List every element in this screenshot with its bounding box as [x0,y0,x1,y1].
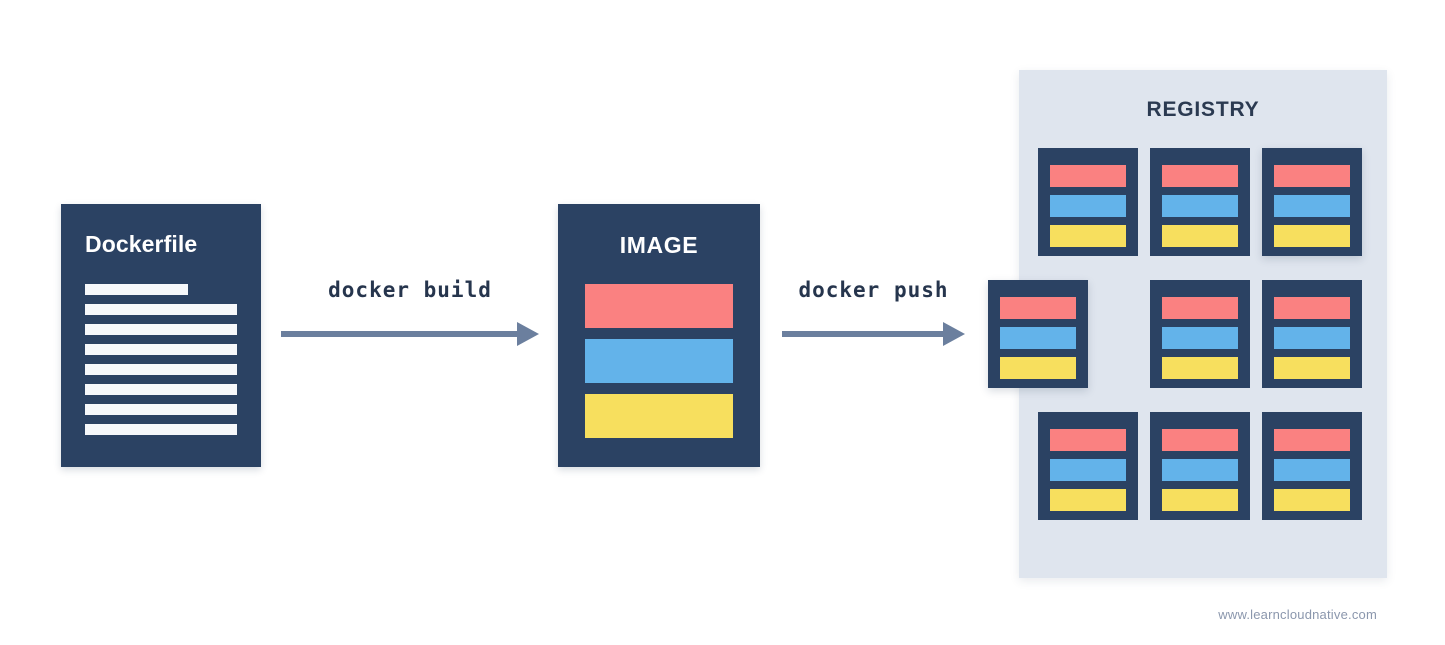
arrow-label-docker-build: docker build [328,278,492,302]
tile-layer-stack [1274,297,1350,379]
tile-layer-yellow [1162,357,1238,379]
tile-layer-yellow [1274,489,1350,511]
dockerfile-line [85,324,237,335]
tile-layer-yellow [1162,489,1238,511]
tile-layer-red [1050,165,1126,187]
tile-layer-yellow [1274,357,1350,379]
image-layer-stack [585,284,733,438]
image-layer-yellow [585,394,733,438]
tile-layer-blue [1000,327,1076,349]
tile-layer-red [1050,429,1126,451]
tile-layer-red [1274,429,1350,451]
tile-layer-stack [1162,297,1238,379]
arrow-shaft [782,331,943,337]
image-card: IMAGE [558,204,760,467]
tile-layer-blue [1162,459,1238,481]
registry-image-tile [1150,280,1250,388]
tile-layer-stack [1050,165,1126,247]
registry-image-tile [1150,412,1250,520]
arrow-head-icon [517,322,539,346]
tile-layer-red [1162,297,1238,319]
dockerfile-line [85,364,237,375]
image-layer-blue [585,339,733,383]
dockerfile-line [85,304,237,315]
tile-layer-yellow [1050,225,1126,247]
registry-image-tile [1038,412,1138,520]
dockerfile-line [85,344,237,355]
tile-layer-red [1162,429,1238,451]
tile-layer-stack [1050,429,1126,511]
tile-layer-blue [1050,459,1126,481]
tile-layer-red [1162,165,1238,187]
dockerfile-card: Dockerfile [61,204,261,467]
tile-layer-stack [1162,429,1238,511]
tile-layer-yellow [1050,489,1126,511]
image-title: IMAGE [619,232,699,258]
tile-layer-red [1274,165,1350,187]
tile-layer-stack [1274,429,1350,511]
arrow-head-icon [943,322,965,346]
dockerfile-line [85,404,237,415]
arrow-label-docker-push: docker push [798,278,949,302]
tile-layer-yellow [1000,357,1076,379]
tile-layer-yellow [1274,225,1350,247]
registry-image-tile [988,280,1088,388]
registry-image-tile [1262,148,1362,256]
registry-image-tile [1038,148,1138,256]
image-layer-red [585,284,733,328]
tile-layer-blue [1274,327,1350,349]
arrow-shaft [281,331,517,337]
tile-layer-red [1000,297,1076,319]
tile-layer-stack [1274,165,1350,247]
tile-layer-blue [1050,195,1126,217]
registry-image-tile [1150,148,1250,256]
dockerfile-content-lines [85,284,237,435]
tile-layer-red [1274,297,1350,319]
registry-image-tile [1262,280,1362,388]
dockerfile-title: Dockerfile [85,231,198,257]
tile-layer-blue [1274,459,1350,481]
dockerfile-line [85,424,237,435]
tile-layer-blue [1162,195,1238,217]
registry-title: REGISTRY [1146,98,1260,121]
tile-layer-stack [1000,297,1076,379]
tile-layer-stack [1162,165,1238,247]
dockerfile-line [85,384,237,395]
footer-website-url: www.learncloudnative.com [1218,607,1377,622]
tile-layer-blue [1162,327,1238,349]
dockerfile-line [85,284,189,295]
tile-layer-yellow [1162,225,1238,247]
registry-image-tile [1262,412,1362,520]
tile-layer-blue [1274,195,1350,217]
